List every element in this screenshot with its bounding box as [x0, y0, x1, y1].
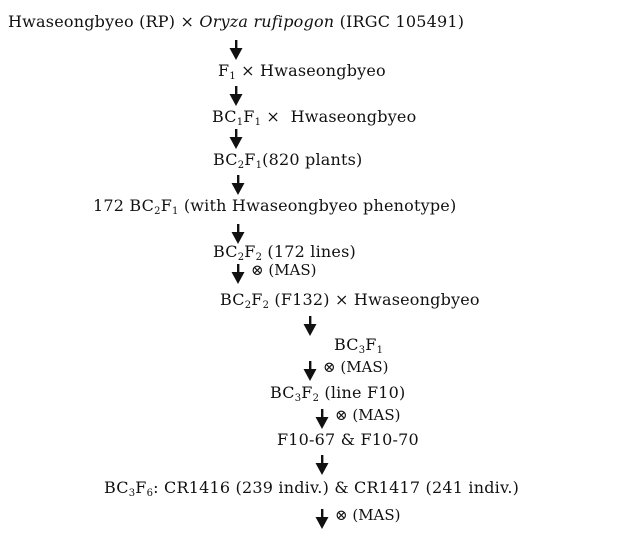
step-text: Hwaseongbyeo (RP) ×: [8, 12, 200, 31]
subscript: 6: [146, 488, 154, 499]
down-arrow-icon: [303, 316, 317, 336]
subscript: 1: [255, 160, 263, 171]
subscript: 2: [312, 393, 320, 404]
subscript: 2: [255, 252, 263, 263]
step-cross-parents: Hwaseongbyeo (RP) × Oryza rufipogon (IRG…: [8, 11, 464, 33]
down-arrow-icon: [231, 175, 245, 195]
step-bc3f1: BC3F1: [334, 334, 383, 356]
subscript: 1: [376, 345, 384, 356]
down-arrow-icon: [231, 224, 245, 244]
step-text: F: [244, 242, 256, 261]
down-arrow-icon: [229, 129, 243, 149]
step-text: × Hwaseongbyeo: [235, 61, 386, 80]
step-text: × Hwaseongbyeo: [261, 107, 417, 126]
selfing-mas-label: ⊗ (MAS): [323, 358, 389, 376]
down-arrow-icon: [315, 455, 329, 475]
step-bc3f6-cr-lines: BC3F6: CR1416 (239 indiv.) & CR1417 (241…: [104, 477, 519, 499]
step-text: BC: [220, 290, 245, 309]
step-text: BC: [334, 335, 359, 354]
selfing-mas-label: ⊗ (MAS): [335, 406, 401, 424]
step-text: F: [365, 335, 377, 354]
step-text: (F132) × Hwaseongbyeo: [269, 290, 480, 309]
subscript: 2: [237, 160, 245, 171]
step-f1-backcross: F1 × Hwaseongbyeo: [218, 60, 386, 82]
step-text: F: [251, 290, 263, 309]
subscript: 1: [172, 206, 179, 217]
step-bc2f1-plants: BC2F1(820 plants): [213, 149, 363, 171]
step-text: F: [160, 196, 172, 215]
species-name: Oryza rufipogon: [199, 12, 335, 31]
step-bc2f1-phenotype: 172 BC2F1 (with Hwaseongbyeo phenotype): [93, 195, 456, 217]
step-text: F: [243, 107, 255, 126]
down-arrow-icon: [229, 40, 243, 60]
step-f10-lines: F10-67 & F10-70: [277, 429, 419, 451]
step-bc2f2-f132-backcross: BC2F2 (F132) × Hwaseongbyeo: [220, 289, 480, 311]
down-arrow-icon: [315, 509, 329, 529]
step-bc2f2-lines: BC2F2 (172 lines): [213, 241, 356, 263]
step-text: (line F10): [319, 383, 406, 402]
subscript: 3: [294, 393, 302, 404]
step-text: : CR1416 (239 indiv.) & CR1417 (241 indi…: [153, 478, 520, 497]
step-text: F: [135, 478, 147, 497]
subscript: 2: [244, 300, 252, 311]
step-text: F: [218, 61, 230, 80]
subscript: 3: [358, 345, 366, 356]
step-text: BC: [104, 478, 129, 497]
down-arrow-icon: [231, 264, 245, 284]
subscript: 3: [128, 488, 136, 499]
step-text: (820 plants): [262, 150, 363, 169]
subscript: 1: [229, 71, 236, 82]
step-text: (IRGC 105491): [334, 12, 465, 31]
step-text: BC: [213, 150, 238, 169]
subscript: 2: [154, 206, 161, 217]
step-bc3f2-line-f10: BC3F2 (line F10): [270, 382, 405, 404]
down-arrow-icon: [229, 86, 243, 106]
step-text: BC: [212, 107, 237, 126]
subscript: 2: [237, 252, 245, 263]
selfing-mas-label: ⊗ (MAS): [251, 261, 317, 279]
down-arrow-icon: [315, 409, 329, 429]
down-arrow-icon: [303, 361, 317, 381]
step-text: F10-67 & F10-70: [277, 430, 419, 449]
step-bc1f1-backcross: BC1F1 × Hwaseongbyeo: [212, 106, 416, 128]
step-text: F: [301, 383, 313, 402]
step-text: 172 BC: [93, 196, 155, 215]
step-text: F: [244, 150, 256, 169]
subscript: 1: [236, 117, 244, 128]
subscript: 1: [254, 117, 262, 128]
step-text: (with Hwaseongbyeo phenotype): [178, 196, 457, 215]
step-text: (172 lines): [262, 242, 356, 261]
subscript: 2: [262, 300, 270, 311]
step-text: BC: [270, 383, 295, 402]
selfing-mas-label: ⊗ (MAS): [335, 506, 401, 524]
step-text: BC: [213, 242, 238, 261]
